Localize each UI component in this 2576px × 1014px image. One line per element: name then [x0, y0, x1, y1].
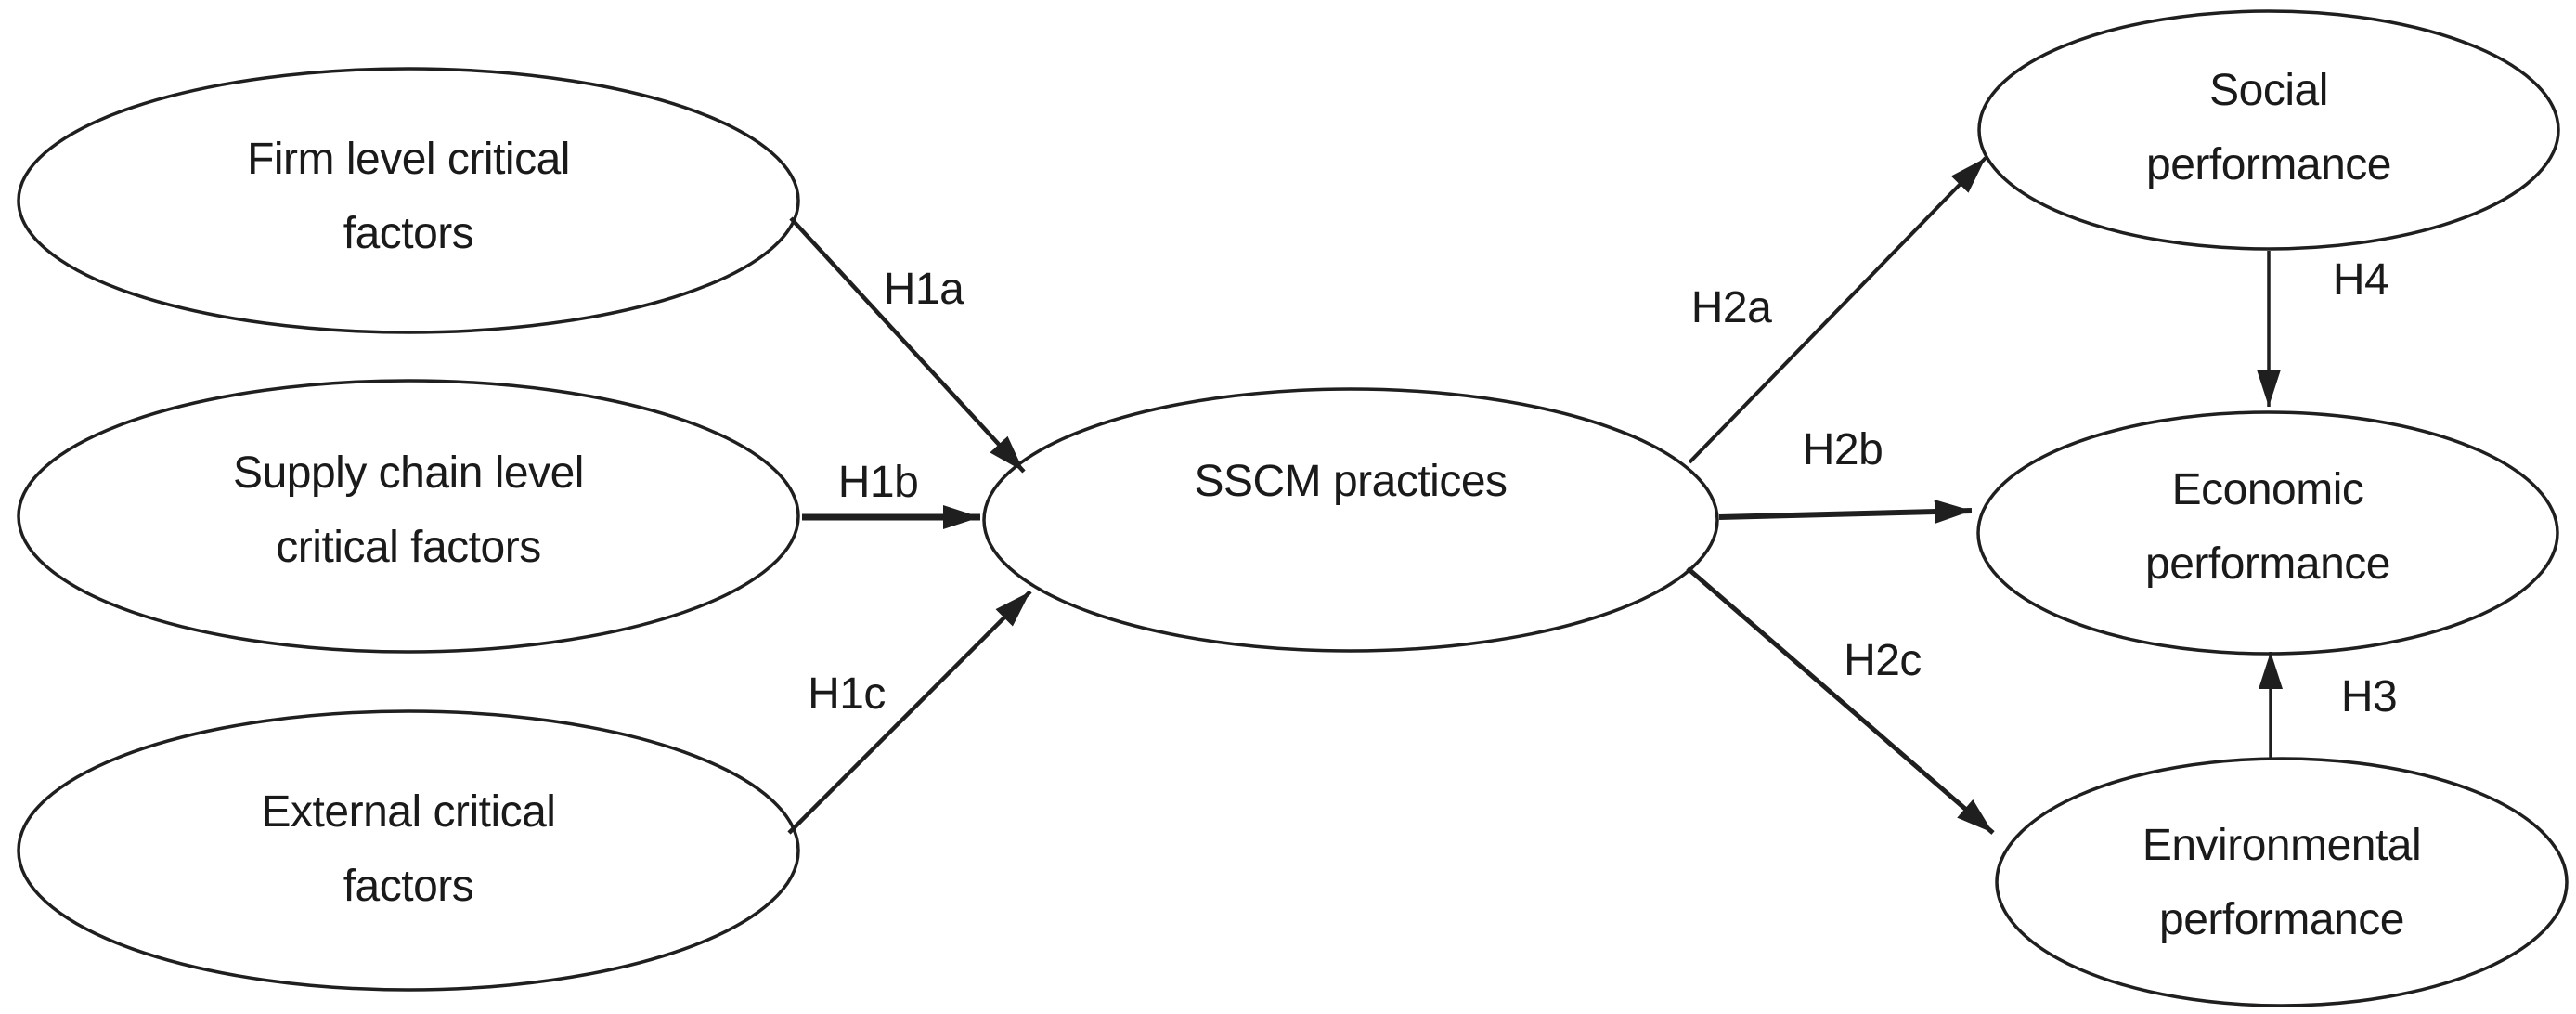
hypothesis-label-h3: H3	[2340, 672, 2398, 722]
node-label-social: Social performance	[2146, 66, 2391, 189]
node-supply-ellipse	[17, 379, 800, 654]
node-label-sscm: SSCM practices	[1194, 457, 1508, 506]
node-firm-ellipse	[17, 67, 800, 334]
arrow-h2b	[1718, 500, 1973, 525]
edge-arrows	[787, 156, 2283, 835]
hypothesis-label-h2a: H2a	[1690, 283, 1772, 332]
node-label-supply: Supply chain level critical factors	[233, 448, 584, 572]
node-external-ellipse	[17, 709, 800, 992]
arrow-h1a	[789, 216, 1026, 474]
hypothesis-label-h1c: H1c	[808, 670, 886, 719]
node-social-ellipse	[1977, 9, 2560, 251]
hypothesis-label-h1a: H1a	[883, 265, 964, 314]
hypothesis-label-h4: H4	[2332, 255, 2389, 305]
node-sscm-ellipse	[982, 387, 1719, 653]
hypothesis-label-h1b: H1b	[837, 458, 919, 507]
node-label-economic: Economic performance	[2145, 465, 2390, 589]
node-label-environmental: Environmental performance	[2142, 821, 2422, 944]
node-label-firm: Firm level critical factors	[247, 135, 570, 258]
node-shapes	[17, 9, 2569, 1008]
arrow-h2a	[1688, 156, 1987, 464]
arrow-h1c	[787, 590, 1032, 835]
node-label-external: External critical factors	[261, 787, 556, 911]
arrow-h2c	[1686, 566, 1995, 835]
hypothesis-label-h2b: H2b	[1802, 425, 1883, 474]
hypothesis-label-h2c: H2c	[1844, 636, 1922, 685]
node-environmental-ellipse	[1995, 757, 2569, 1008]
